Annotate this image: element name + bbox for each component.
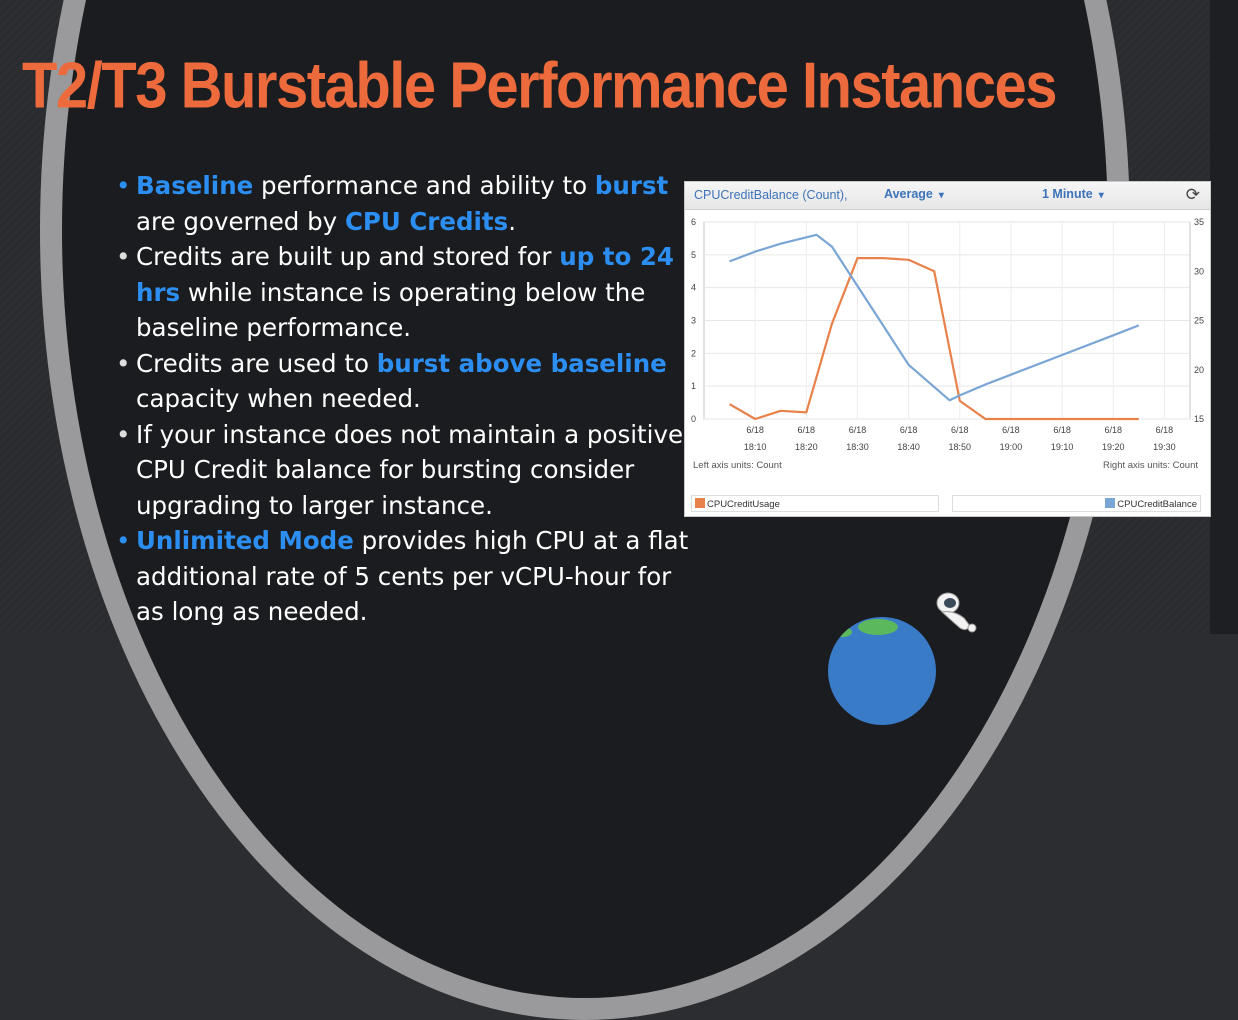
bullet-item: •Credits are used to burst above baselin… [110,346,700,417]
globe-land [858,619,898,635]
y-left-tick-label: 6 [691,217,696,227]
slide-title: T2/T3 Burstable Performance Instances [22,49,1058,122]
bullet-dot: • [116,171,131,200]
highlighted-text: Unlimited Mode [136,526,354,555]
bullet-dot: • [116,526,131,555]
y-right-tick-label: 30 [1194,266,1204,276]
y-right-tick-label: 15 [1194,414,1204,424]
bullet-text: are governed by [136,206,345,236]
bullet-text: Credits are used to [136,348,377,378]
y-right-tick-label: 20 [1194,365,1204,375]
highlighted-text: burst above baseline [376,348,667,378]
y-left-tick-label: 4 [691,283,696,293]
chevron-down-icon: ▾ [1098,190,1104,201]
bullet-list: •Baseline performance and ability to bur… [110,168,700,630]
y-left-tick-label: 5 [691,250,696,260]
bullet-item: •Baseline performance and ability to bur… [110,168,700,239]
globe-icon [828,617,936,725]
statistic-label: Average [884,187,933,201]
right-axis-units: Right axis units: Count [1102,460,1198,471]
legend-balance[interactable]: CPUCreditBalance [952,495,1201,512]
chart-header: CPUCreditBalance (Count), Average ▾ 1 Min… [685,182,1210,210]
highlighted-text: CPU Credits [344,206,509,236]
y-right-tick-label: 35 [1194,217,1204,227]
y-left-tick-label: 3 [691,316,696,326]
chevron-down-icon: ▾ [938,190,944,201]
bullet-text: capacity when needed. [136,384,421,413]
bullet-item: •Credits are built up and stored for up … [110,239,700,346]
legend-swatch-usage [695,498,705,508]
highlighted-text: burst [594,171,669,200]
cloudwatch-chart-widget: CPUCreditBalance (Count), Average ▾ 1 Min… [684,181,1211,517]
metric-name[interactable]: CPUCreditBalance (Count), [694,188,848,202]
bullet-text: while instance is operating below the ba… [136,277,646,343]
bullet-text: If your instance does not maintain a pos… [136,419,684,520]
globe-land [834,627,852,637]
slide-edge [1210,0,1238,634]
bullet-text: performance and ability to [253,171,595,200]
bullet-dot: • [116,419,131,449]
bullet-dot: • [116,242,131,271]
series-line-cpucreditusage [729,256,1139,421]
y-left-tick-label: 0 [691,414,696,424]
period-label: 1 Minute [1042,187,1093,201]
highlighted-text: up to 24 hrs [136,242,674,307]
refresh-icon[interactable]: ⟳ [1185,185,1200,204]
left-axis-units: Left axis units: Count [693,460,782,471]
bullet-text: . [508,206,517,236]
legend-swatch-balance [1105,498,1116,508]
legend-label-balance: CPUCreditBalance [1117,499,1197,510]
y-right-tick-label: 25 [1194,316,1204,326]
statistic-dropdown[interactable]: Average ▾ [884,187,944,201]
bullet-item: •Unlimited Mode provides high CPU at a f… [110,523,700,630]
y-left-tick-label: 2 [691,348,696,358]
period-dropdown[interactable]: 1 Minute ▾ [1042,187,1104,201]
legend-label-usage: CPUCreditUsage [707,499,780,510]
legend-usage[interactable]: CPUCreditUsage [691,495,939,512]
bullet-text: Credits are built up and stored for [136,242,560,271]
y-left-tick-label: 1 [691,381,696,391]
bullet-item: •If your instance does not maintain a po… [110,417,700,524]
highlighted-text: Baseline [136,171,254,200]
bullet-text: provides high CPU at a flat additional r… [136,526,689,626]
series-line-cpucreditbalance [729,233,1140,402]
astronaut-icon [936,592,977,633]
bullet-dot: • [116,348,131,378]
